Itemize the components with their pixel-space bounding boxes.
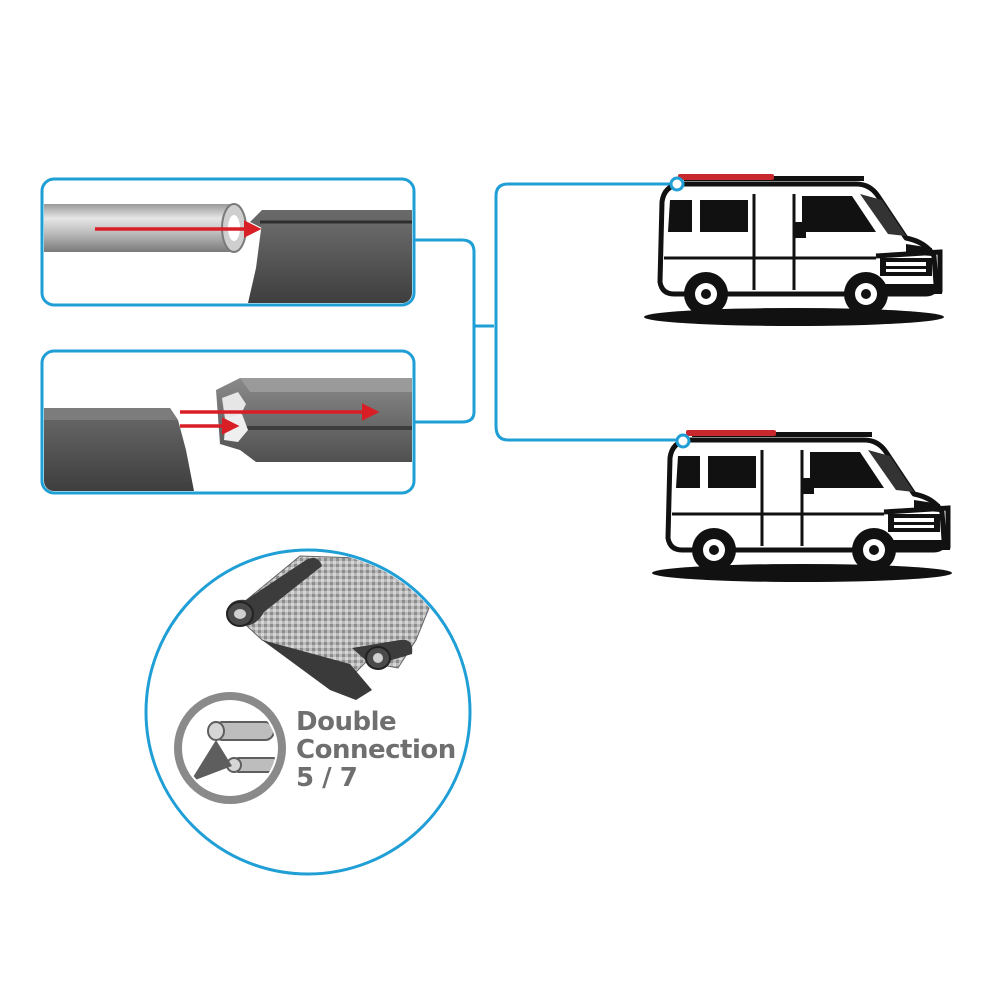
- panel-keder-into-profile: [40, 349, 416, 495]
- panel-tube-into-channel: [40, 177, 416, 307]
- detail-circle: [144, 548, 472, 876]
- caption-line-2: Connection: [296, 735, 456, 765]
- van-bottom: [652, 430, 952, 582]
- awning-rail-highlight: [678, 174, 774, 180]
- product-caption: Double Connection 5 / 7: [296, 708, 496, 792]
- caption-line-3: 5 / 7: [296, 763, 358, 793]
- attachment-point-bottom: [675, 433, 691, 449]
- connector-lines: [414, 182, 676, 442]
- double-keder-icon: [174, 692, 286, 804]
- awning-rail-highlight: [686, 430, 776, 436]
- caption-line-1: Double: [296, 707, 397, 737]
- attachment-point-top: [669, 176, 685, 192]
- van-top: [644, 174, 944, 326]
